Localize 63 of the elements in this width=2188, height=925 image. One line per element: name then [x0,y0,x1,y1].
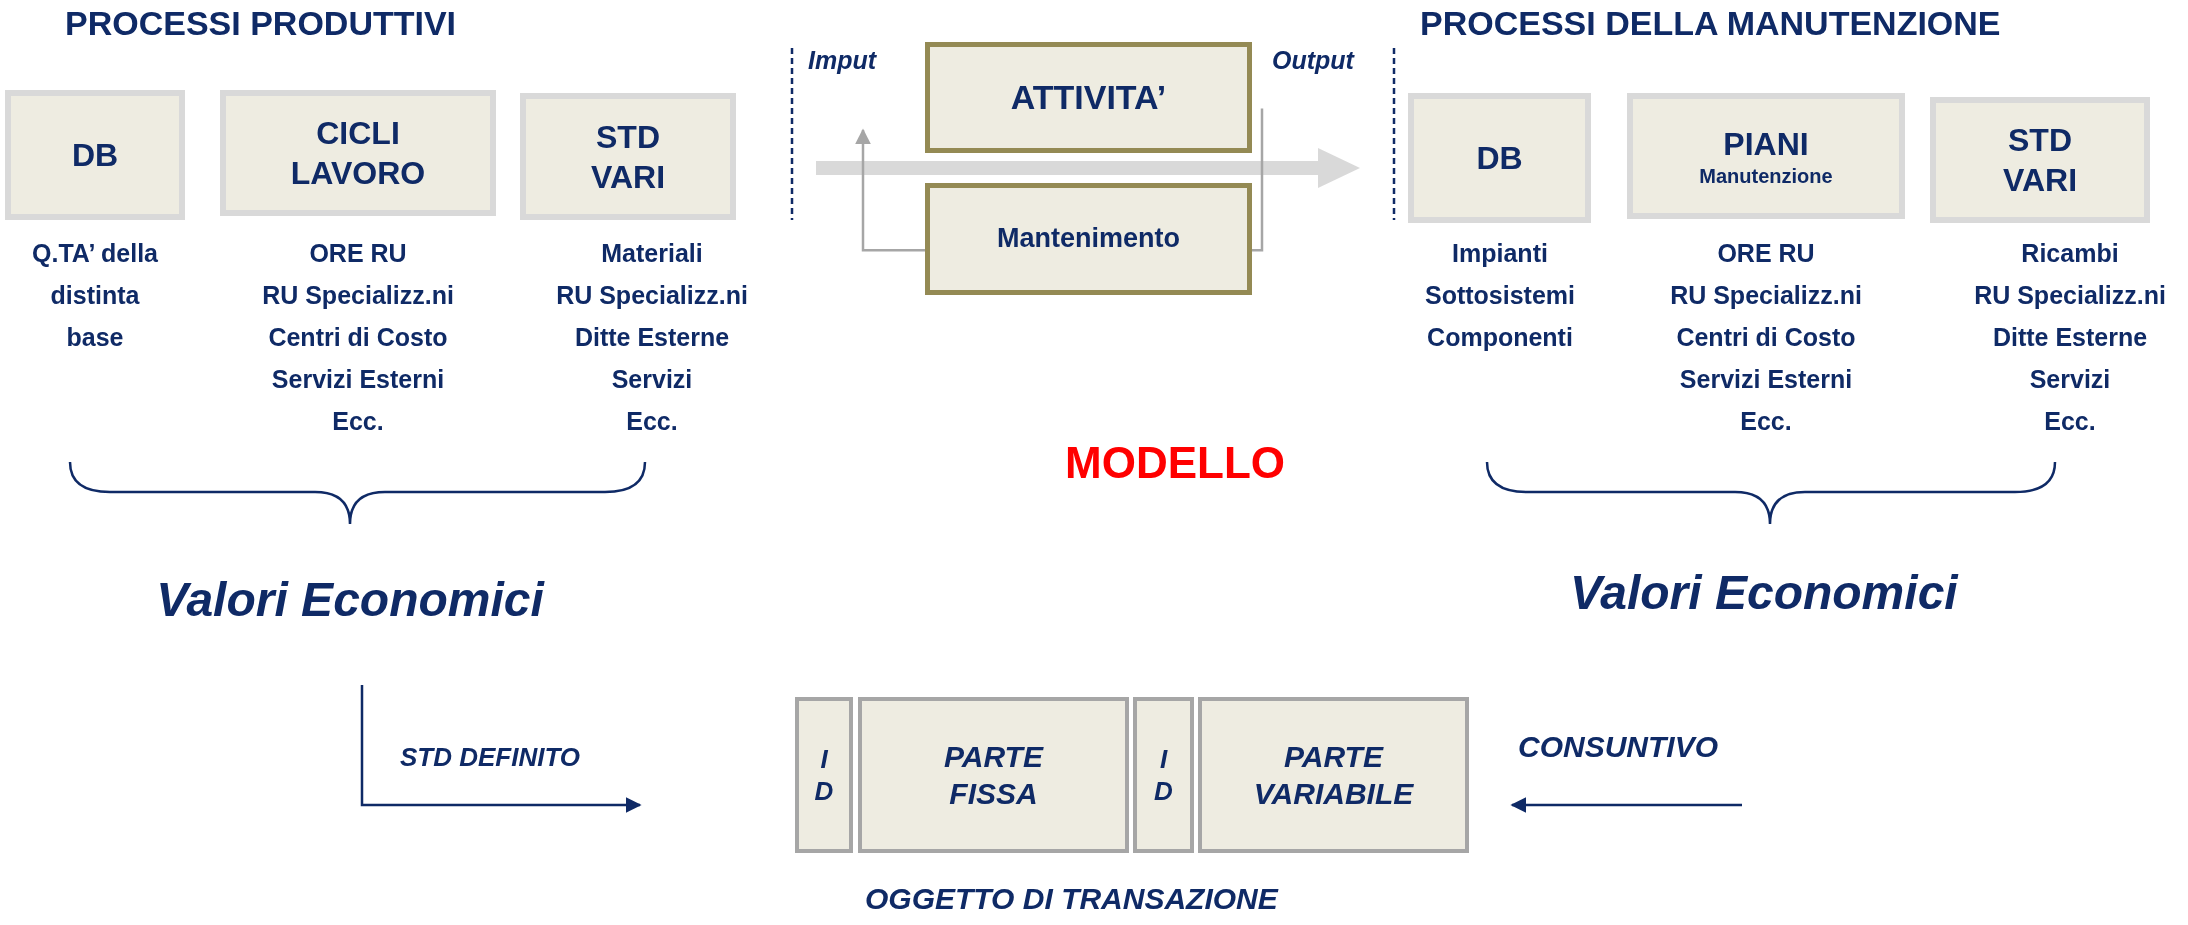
process-box [858,697,1129,853]
item-text: RU Specializz.ni [1669,280,1863,311]
process-box [925,183,1252,295]
item-text: Ecc. [1739,406,1793,437]
edge-label: CONSUNTIVO [1518,730,1718,764]
caption-text: OGGETTO DI TRANSAZIONE [865,882,1278,916]
item-text: RU Specializz.ni [1973,280,2167,311]
edge-label: STD DEFINITO [400,742,581,773]
heading-text: Valori Economici [1570,565,1958,620]
item-text: Componenti [1426,322,1574,353]
process-box [5,90,185,220]
arrow [855,128,925,252]
arrow [360,685,642,813]
box-title: DB [71,136,119,175]
output-label: Output [1272,46,1354,75]
box-title: DB [1476,139,1523,178]
process-box [1198,697,1469,853]
process-box [795,697,853,853]
item-text: Ecc. [331,406,385,437]
item-text: Ricambi [2020,238,2120,269]
item-text: Centri di Costo [267,322,449,353]
item-text: ORE RU [308,238,408,269]
box-title: STD VARI [2001,121,2079,200]
box-title: STD VARI [589,117,667,197]
box-title: Valori Economici [156,572,544,628]
section-heading: PROCESSI DELLA MANUTENZIONE [1420,4,2001,43]
item-text: Servizi Esterni [270,364,446,395]
item-text: Q.TA’ della distinta base [31,238,159,353]
item-text: Servizi Esterni [1678,364,1854,395]
item-text: Servizi [610,364,694,395]
box-title: PIANI [1723,124,1809,164]
section-heading: PROCESSI PRODUTTIVI [65,4,457,43]
model-heading: MODELLO [1065,438,1285,488]
process-box [220,90,496,216]
connector-line [1252,108,1264,252]
item-text: Materiali [600,238,704,269]
item-text: RU Specializz.ni [261,280,455,311]
box-title: ATTIVITA’ [1010,77,1167,119]
process-box [1627,93,1905,219]
item-text: Servizi [2028,364,2112,395]
process-box [925,42,1252,153]
box-title: Mantenimento [997,222,1180,256]
box-title: PARTE VARIABILE [1252,738,1415,812]
box-title: CICLI LAVORO [289,114,427,193]
process-box [1930,97,2150,223]
arrow [1510,797,1742,813]
box-title: I D [1153,742,1174,808]
process-box [520,93,736,220]
item-text: Ditte Esterne [573,322,731,353]
box-subtitle: Manutenzione [1699,163,1833,189]
item-text: Ecc. [2043,406,2097,437]
item-text: Centri di Costo [1675,322,1857,353]
item-text: Sottosistemi [1424,280,1576,311]
item-text: Ditte Esterne [1991,322,2149,353]
item-text: ORE RU [1716,238,1816,269]
box-title: PARTE FISSA [943,738,1045,812]
item-text: RU Specializz.ni [555,280,749,311]
item-text: Ecc. [625,406,679,437]
process-box [1133,697,1194,853]
input-label: Imput [808,46,877,75]
process-box [1408,93,1591,223]
item-text: Impianti [1451,238,1549,269]
box-title: I D [814,742,834,808]
